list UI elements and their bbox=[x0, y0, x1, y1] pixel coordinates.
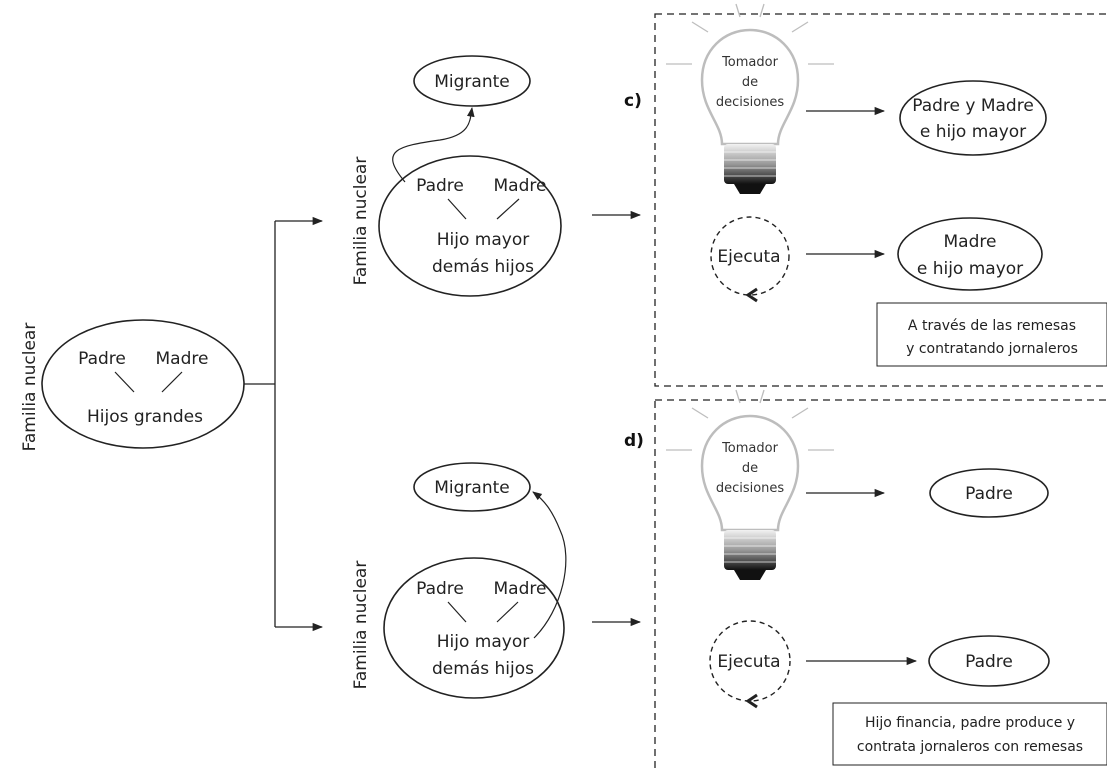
left-padre-link bbox=[114, 371, 135, 393]
left-side-label: Familia nuclear bbox=[20, 323, 40, 452]
panel-d-cycle-icon bbox=[709, 620, 791, 702]
left-family-ellipse bbox=[41, 319, 245, 449]
top-hijo-mayor: Hijo mayor bbox=[437, 230, 529, 250]
panel-c-cycle-arrowhead bbox=[745, 287, 758, 303]
panel-d-frame bbox=[654, 399, 1107, 768]
bottom-migration-arrow bbox=[532, 491, 567, 639]
left-madre: Madre bbox=[156, 349, 209, 369]
panel-c-decision-ellipse bbox=[899, 80, 1047, 156]
left-padre: Padre bbox=[78, 349, 126, 369]
panel-c-exec-ellipse bbox=[897, 217, 1043, 291]
panel-c-decision-line1: Padre y Madre bbox=[912, 96, 1034, 116]
branch-connector bbox=[244, 216, 324, 632]
bottom-padre: Padre bbox=[416, 579, 464, 599]
bottom-padre-link bbox=[447, 601, 467, 623]
panel-c-bulb-line3: decisiones bbox=[716, 95, 785, 110]
top-padre: Padre bbox=[416, 176, 464, 196]
panel-d-exec-ellipse bbox=[928, 635, 1050, 687]
panel-d-note-line1: Hijo financia, padre produce y bbox=[865, 715, 1075, 731]
panel-c-decision-line2: e hijo mayor bbox=[920, 122, 1026, 142]
panel-d-exec: Padre bbox=[965, 652, 1013, 672]
panel-d-bulb-line3: decisiones bbox=[716, 481, 785, 496]
bottom-demas-hijos: demás hijos bbox=[432, 659, 534, 679]
panel-c-exec-line2: e hijo mayor bbox=[917, 259, 1023, 279]
top-migrante: Migrante bbox=[434, 72, 510, 92]
panel-d-decision: Padre bbox=[965, 484, 1013, 504]
panel-d-note-line2: contrata jornaleros con remesas bbox=[857, 739, 1083, 755]
bottom-family-ellipse bbox=[383, 557, 565, 699]
panel-c-note-line1: A través de las remesas bbox=[908, 318, 1076, 334]
bottom-madre-link bbox=[496, 601, 519, 623]
bottom-madre: Madre bbox=[494, 579, 547, 599]
bottom-migrante-ellipse bbox=[413, 462, 531, 512]
panel-d-bulb-line2: de bbox=[742, 461, 758, 476]
panel-d-letter: d) bbox=[624, 431, 644, 451]
top-family-ellipse bbox=[378, 155, 562, 297]
panel-c-letter: c) bbox=[624, 91, 642, 111]
top-side-label: Familia nuclear bbox=[351, 157, 371, 286]
top-migrante-ellipse bbox=[413, 55, 531, 107]
bottom-side-label: Familia nuclear bbox=[351, 561, 371, 690]
panel-d-cycle-arrowhead bbox=[745, 693, 758, 709]
panel-d-decision-ellipse bbox=[929, 468, 1049, 518]
panel-d-bulb-line1: Tomador bbox=[721, 441, 779, 456]
left-madre-link bbox=[161, 371, 183, 393]
top-padre-link bbox=[447, 198, 467, 220]
panel-c-cycle-icon bbox=[710, 216, 790, 296]
panel-c-note-box bbox=[876, 302, 1107, 367]
panel-c-bulb-line2: de bbox=[742, 75, 758, 90]
left-hijos: Hijos grandes bbox=[87, 407, 203, 427]
panel-c-note-line2: y contratando jornaleros bbox=[906, 341, 1078, 357]
panel-d-ejecuta: Ejecuta bbox=[717, 652, 780, 672]
top-madre-link bbox=[496, 198, 520, 220]
top-demas-hijos: demás hijos bbox=[432, 257, 534, 277]
panel-d-note-box bbox=[832, 702, 1107, 766]
panel-c-bulb-line1: Tomador bbox=[721, 55, 779, 70]
bottom-hijo-mayor: Hijo mayor bbox=[437, 632, 529, 652]
panel-c-exec-line1: Madre bbox=[944, 232, 997, 252]
panel-c-frame bbox=[654, 13, 1107, 387]
top-migration-arrow bbox=[392, 107, 475, 183]
bottom-migrante: Migrante bbox=[434, 478, 510, 498]
top-madre: Madre bbox=[494, 176, 547, 196]
panel-c-ejecuta: Ejecuta bbox=[717, 247, 780, 267]
